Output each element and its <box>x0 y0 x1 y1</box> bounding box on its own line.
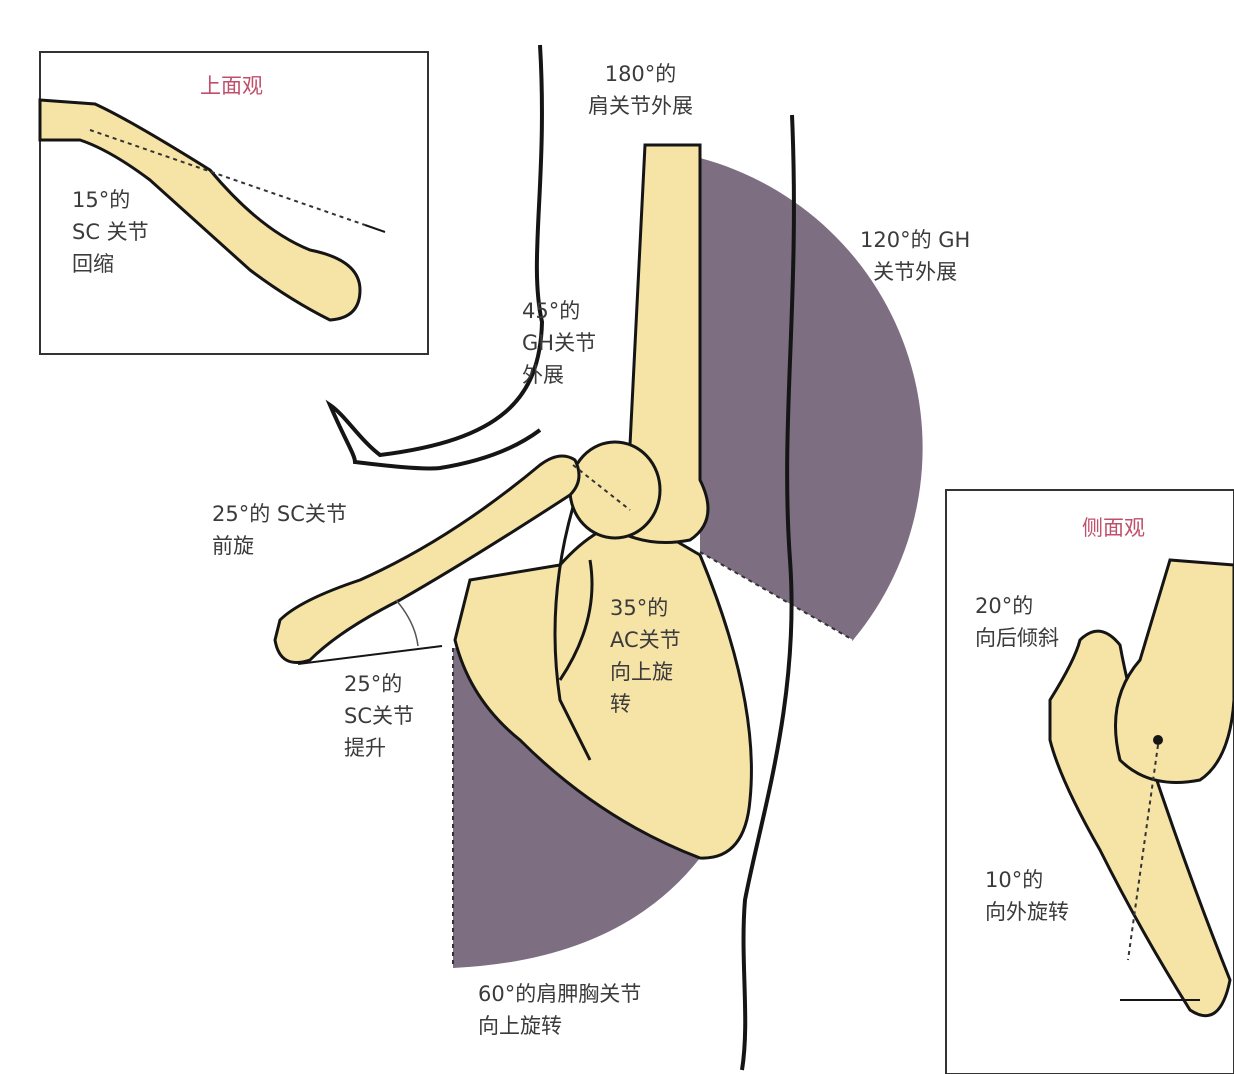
clavicle <box>273 454 581 664</box>
gh-abduction-arc <box>700 158 923 640</box>
sc-rotation-label: 25°的 SC关节 前旋 <box>212 502 347 558</box>
scapulothoracic-label: 60°的肩胛胸关节 向上旋转 <box>478 982 642 1038</box>
external-rotation-label: 10°的 向外旋转 <box>985 868 1069 924</box>
inset-humerus-lateral <box>1114 558 1234 784</box>
posterior-tilt-label: 20°的 向后倾斜 <box>975 594 1059 650</box>
sc-retraction-label: 15°的 SC 关节 回缩 <box>72 188 149 276</box>
lateral-view-title: 侧面观 <box>1082 516 1145 540</box>
sc-elevation-label: 25°的 SC关节 提升 <box>344 672 414 760</box>
inset-scapula-lateral <box>1048 629 1232 1018</box>
gh-abduction-45-label: 45°的 GH关节 外展 <box>522 299 597 387</box>
humeral-head <box>568 440 662 540</box>
trunk-outline-left <box>325 44 545 471</box>
body-outline-right <box>740 114 796 1071</box>
gh-abduction-120-label: 120°的 GH 关节外展 <box>860 228 971 284</box>
superior-view-title: 上面观 <box>200 74 263 98</box>
ac-rotation-label: 35°的 AC关节 向上旋 转 <box>610 596 681 716</box>
inset-clavicle-superior <box>38 98 362 322</box>
shoulder-abduction-label: 180°的 肩关节外展 <box>588 62 693 118</box>
